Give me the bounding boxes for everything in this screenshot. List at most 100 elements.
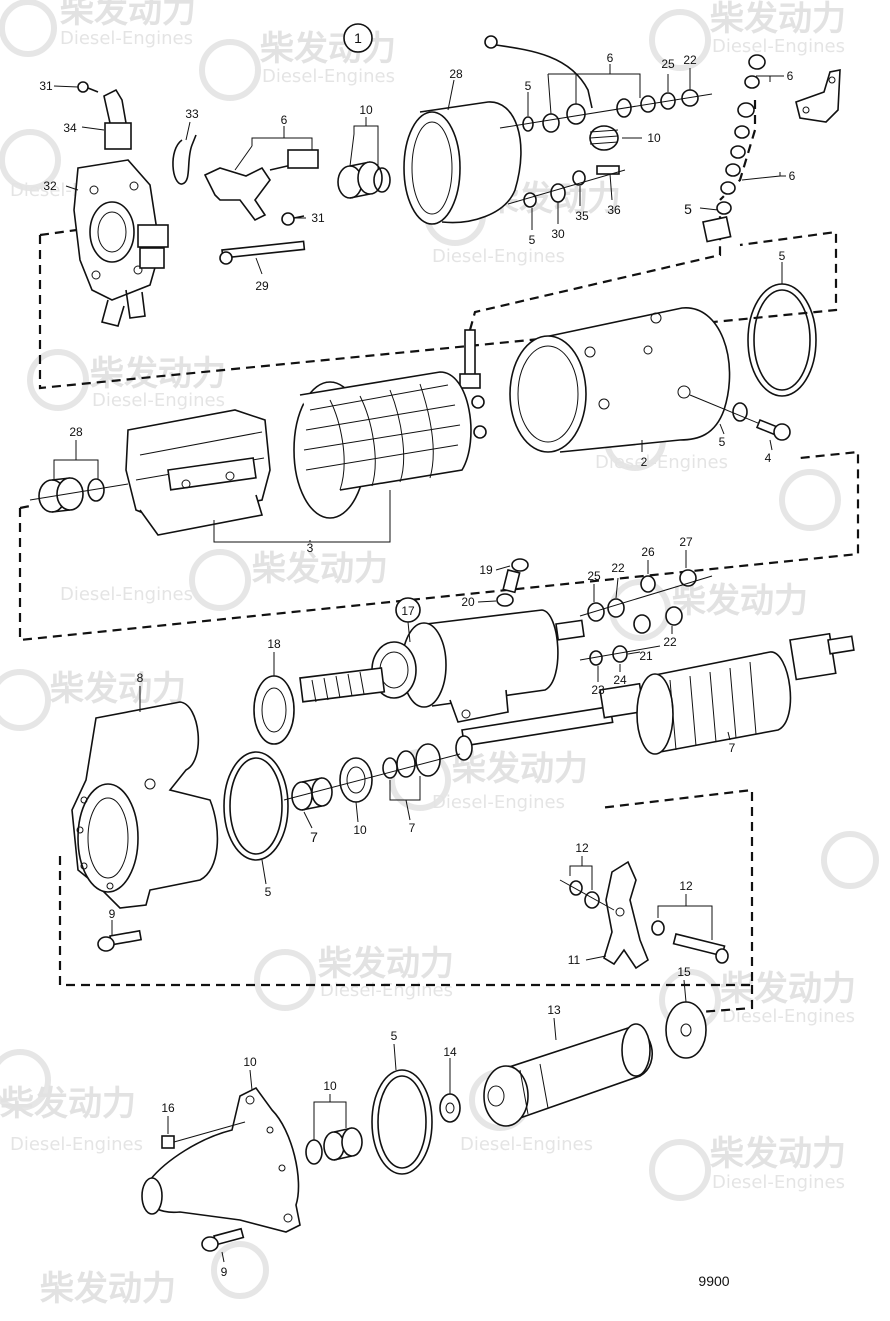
thrust-washer [665, 1001, 707, 1059]
nose-bolt [201, 1227, 245, 1252]
spacer-washer [439, 1093, 461, 1123]
watermark-text: 柴发动力 [672, 581, 808, 621]
callout-19: 19 [479, 563, 493, 577]
callout-15: 15 [677, 965, 691, 979]
callout-30: 30 [551, 227, 565, 241]
watermark-logo [649, 9, 711, 71]
plug [161, 1121, 246, 1149]
callout-10: 10 [647, 131, 661, 145]
leader-lines [53, 64, 786, 1263]
watermark-subtext: Diesel-Engines [432, 792, 565, 813]
watermark-subtext: Diesel-Engines [460, 1134, 593, 1155]
watermark-subtext: Diesel-Engines [262, 66, 395, 87]
field-coil-assembly [293, 371, 487, 519]
housing-bolt [97, 929, 143, 952]
callout-21: 21 [639, 649, 653, 663]
watermark-text: 柴发动力 [720, 969, 856, 1009]
brush-bracket [203, 149, 319, 222]
callout-5: 5 [391, 1029, 398, 1043]
watermark-logo [189, 549, 251, 611]
watermark-logo [254, 949, 316, 1011]
brush-holder-plate [73, 159, 169, 327]
plunger-spring [299, 667, 386, 703]
callout-35: 35 [575, 209, 589, 223]
watermark-logo [211, 1241, 269, 1299]
watermark-text: 柴发动力 [318, 944, 454, 984]
callout-27: 27 [679, 535, 693, 549]
callout-34: 34 [63, 121, 77, 135]
watermark-logo [0, 129, 61, 191]
callout-8: 8 [137, 671, 144, 685]
washer-row-top [499, 89, 713, 133]
watermark-text: 柴发动力 [452, 749, 588, 789]
spring-clip [172, 134, 197, 185]
o-ring-yoke [747, 283, 817, 397]
callout-28: 28 [449, 67, 463, 81]
callout-9: 9 [221, 1265, 228, 1279]
callout-33: 33 [185, 107, 199, 121]
end-cover [403, 101, 522, 225]
callout-26: 26 [641, 545, 655, 559]
callout-7: 7 [729, 741, 736, 755]
watermark-logo [821, 831, 879, 889]
figure-code: 9900 [698, 1273, 729, 1289]
solenoid-hardware [579, 569, 713, 666]
callout-5: 5 [265, 885, 272, 899]
callout-3: 3 [307, 541, 314, 555]
watermark-text: 柴发动力 [40, 1269, 176, 1309]
watermark-subtext: Diesel-Engines [10, 1134, 143, 1155]
seal-ring [253, 675, 295, 745]
callout-25: 25 [587, 569, 601, 583]
callout-12: 12 [575, 841, 589, 855]
lever-pins [559, 879, 729, 964]
callout-36: 36 [607, 203, 621, 217]
watermark-text: 柴发动力 [260, 29, 396, 69]
watermark-subtext: Diesel-Engines [432, 246, 565, 267]
callout-5: 5 [684, 201, 692, 217]
watermark-subtext: Diesel-Engines [595, 452, 728, 473]
watermark-logo [0, 0, 57, 57]
assembly-outline-lower [58, 788, 754, 1014]
watermark-subtext: Diesel-Engines [60, 28, 193, 49]
callout-32: 32 [43, 179, 57, 193]
callout-4: 4 [765, 451, 772, 465]
callout-6: 6 [789, 169, 796, 183]
nose-housing [141, 1086, 301, 1233]
terminal-bracket [795, 69, 841, 123]
callout-22: 22 [611, 561, 625, 575]
callout-31: 31 [39, 79, 53, 93]
callout-20: 20 [461, 595, 475, 609]
pole-shoes [125, 409, 271, 536]
watermark-text: 柴发动力 [90, 354, 226, 394]
o-ring-nose [371, 1069, 433, 1175]
callout-6: 6 [281, 113, 288, 127]
solenoid-assembly [371, 609, 585, 723]
callout-23: 23 [591, 683, 605, 697]
callout-labels: 31 34 33 6 10 28 5 6 25 22 6 6 10 32 31 … [39, 51, 795, 1279]
callout-25: 25 [661, 57, 675, 71]
nut-stack [702, 54, 766, 243]
yoke-housing [509, 307, 731, 453]
bushing-top [337, 161, 391, 199]
callout-10: 10 [353, 823, 367, 837]
callout-5: 5 [719, 435, 726, 449]
nose-bushings [305, 1127, 363, 1165]
callout-6: 6 [607, 51, 614, 65]
callout-7: 7 [409, 821, 416, 835]
callout-31: 31 [311, 211, 325, 225]
callout-5: 5 [529, 233, 536, 247]
watermark-subtext: Diesel-Engines [320, 980, 453, 1001]
screw-small-top [77, 81, 99, 93]
callout-22: 22 [683, 53, 697, 67]
watermark-text: 柴发动力 [0, 1084, 136, 1124]
watermark-text: 柴发动力 [50, 669, 186, 709]
callout-5: 5 [525, 79, 532, 93]
callout-17: 17 [401, 604, 415, 618]
callout-11: 11 [568, 953, 581, 967]
callout-18: 18 [267, 637, 281, 651]
watermark-subtext: Diesel-Engines [60, 584, 193, 605]
watermark-logo [0, 669, 51, 731]
watermark-logo [779, 469, 841, 531]
callout-17-circle: 17 [395, 597, 421, 623]
